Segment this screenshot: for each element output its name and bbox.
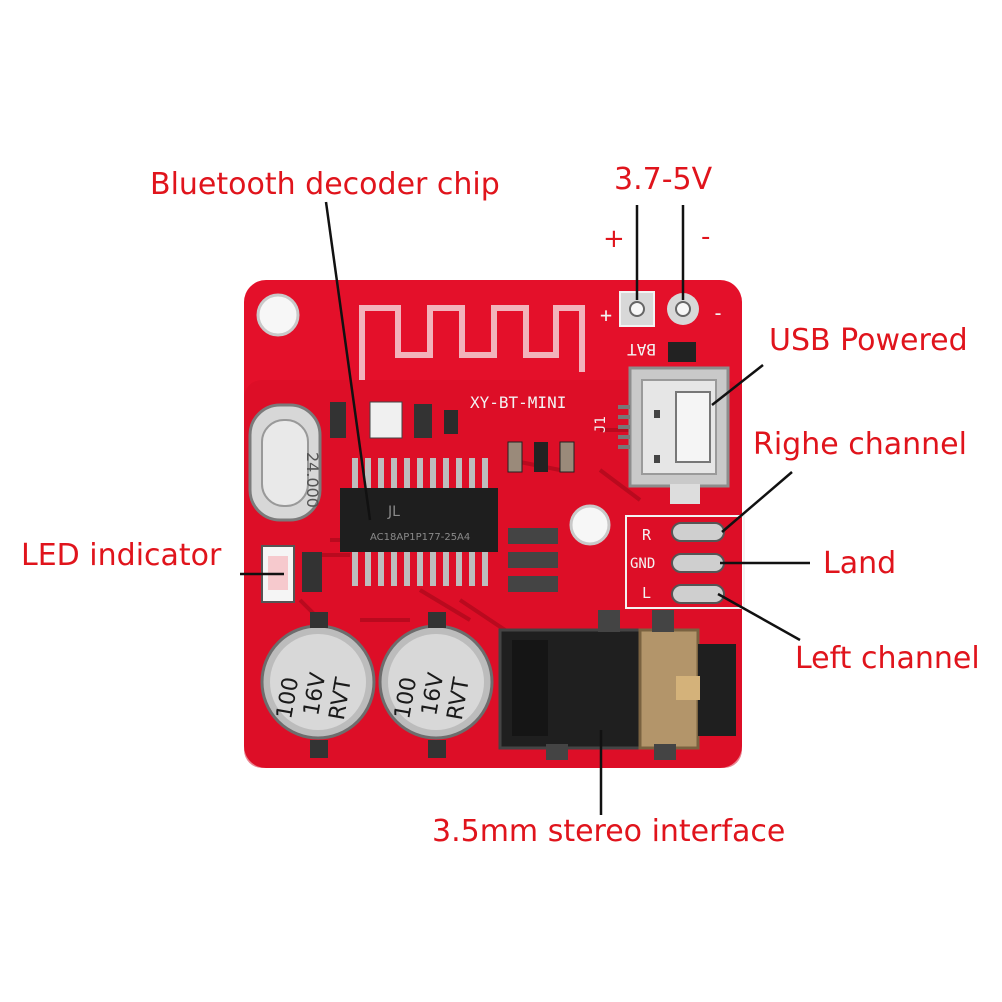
- usb-label: USB Powered: [769, 323, 968, 358]
- usb-pointer: [711, 364, 764, 406]
- usb-connector: [618, 366, 730, 504]
- pin-gnd-silk: GND: [630, 556, 655, 572]
- bat-silk: BAT: [627, 340, 656, 359]
- left-pointer: [717, 592, 801, 642]
- capacitor-right: 100 16V RVT: [378, 612, 494, 758]
- voltage-label: 3.7-5V: [614, 162, 713, 197]
- left-channel-label: Left channel: [795, 641, 980, 676]
- mounting-hole: [256, 293, 300, 337]
- plus-silk: +: [600, 303, 612, 327]
- smd-components: [302, 401, 575, 592]
- antenna-trace: [359, 305, 585, 380]
- svg-text:AC18AP1P177-25A4: AC18AP1P177-25A4: [370, 532, 470, 543]
- j1-silk: J1: [593, 416, 609, 433]
- svg-text:JL: JL: [387, 504, 400, 520]
- pin-l-silk: L: [642, 584, 651, 602]
- right-channel-label: Righe channel: [753, 427, 967, 462]
- audio-pads: R GND L: [625, 515, 745, 609]
- crystal-oscillator: 24.000: [248, 403, 322, 522]
- svg-text:24.000: 24.000: [303, 452, 322, 508]
- mounting-hole: [569, 504, 611, 546]
- pin-r-silk: R: [642, 526, 652, 544]
- led-label: LED indicator: [21, 538, 222, 573]
- chip-pointer: [324, 201, 372, 521]
- plus-label: +: [603, 224, 625, 254]
- board-name-silk: XY-BT-MINI: [470, 393, 566, 412]
- minus-silk: -: [712, 301, 724, 325]
- chip-label: Bluetooth decoder chip: [150, 167, 500, 202]
- jack-label: 3.5mm stereo interface: [432, 814, 786, 849]
- pointer-lines: [240, 201, 810, 815]
- minus-label: -: [701, 222, 711, 252]
- right-pointer: [721, 471, 793, 533]
- audio-jack: [498, 610, 736, 760]
- land-label: Land: [823, 546, 897, 581]
- capacitor-left: 100 16V RVT: [260, 612, 376, 758]
